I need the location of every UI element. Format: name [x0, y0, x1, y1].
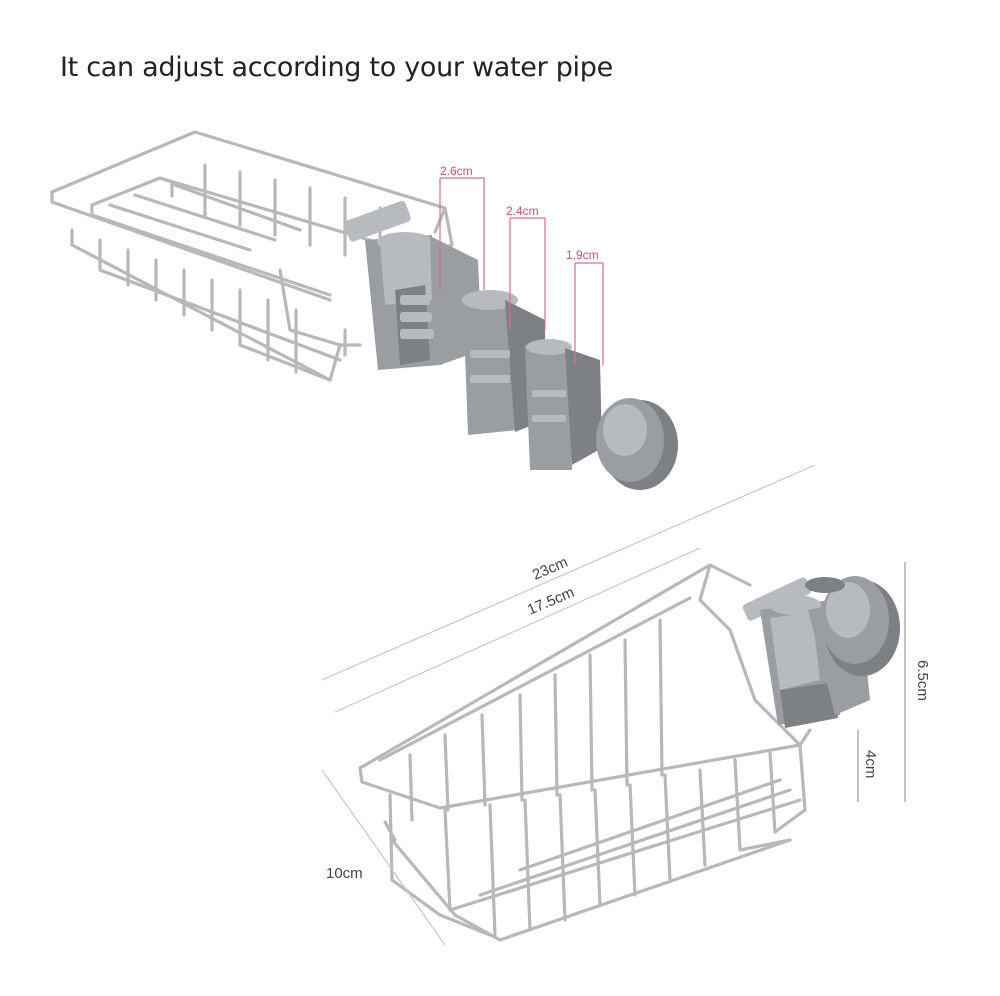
pipe-size-medium: 2.4cm [506, 204, 539, 218]
dimension-width: 10cm [326, 865, 363, 882]
pipe-size-small: 1.9cm [566, 248, 599, 262]
clamp-main-exploded [344, 200, 482, 370]
pipe-size-markers: 2.6cm 2.4cm 1.9cm [439, 164, 604, 365]
pipe-size-large: 2.6cm [440, 164, 473, 178]
dimension-total-height: 6.5cm [914, 660, 931, 701]
clamp-assembled [742, 576, 900, 728]
rack-basket-assembled [358, 563, 812, 942]
dimension-total-length: 23cm [530, 554, 570, 584]
dimension-lines [321, 464, 906, 946]
page-heading: It can adjust according to your water pi… [60, 52, 613, 83]
adapter-nut [596, 398, 678, 490]
dimension-basket-length: 17.5cm [525, 584, 577, 619]
adapter-medium-24 [525, 339, 602, 470]
dimension-basket-height: 4cm [862, 750, 879, 778]
rack-basket-exploded [50, 130, 454, 382]
